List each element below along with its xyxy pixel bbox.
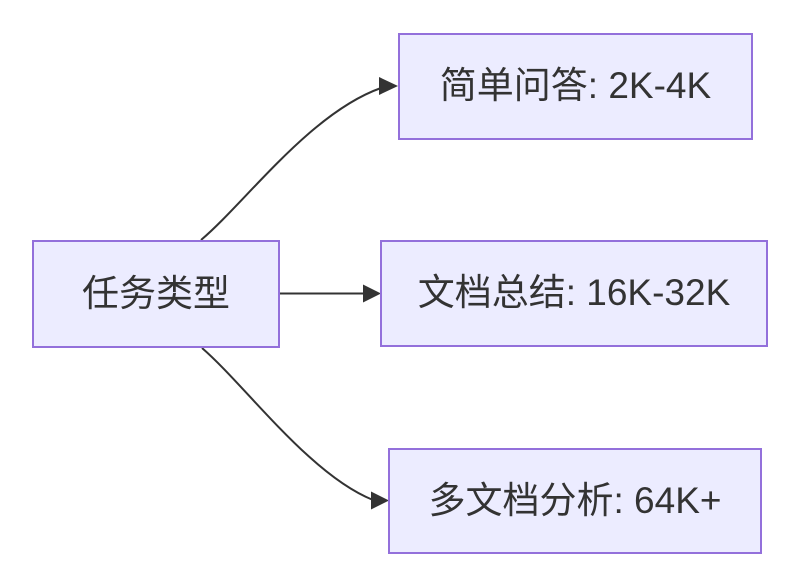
node-simple-qa-label: 简单问答: 2K-4K — [439, 65, 712, 107]
node-task-type-label: 任务类型 — [82, 272, 230, 314]
node-multi-doc-analysis: 多文档分析: 64K+ — [388, 448, 762, 554]
node-task-type: 任务类型 — [32, 240, 280, 348]
edge-root-to-simple-qa — [200, 87, 382, 241]
node-doc-summary: 文档总结: 16K-32K — [380, 240, 768, 347]
arrowhead-multi-doc-icon — [371, 491, 389, 510]
node-simple-qa: 简单问答: 2K-4K — [398, 33, 753, 140]
node-doc-summary-label: 文档总结: 16K-32K — [417, 272, 731, 314]
edge-root-to-multi-doc — [201, 347, 374, 501]
arrowhead-simple-qa-icon — [379, 77, 398, 95]
node-multi-doc-analysis-label: 多文档分析: 64K+ — [428, 479, 722, 521]
arrowhead-doc-summary-icon — [363, 284, 381, 303]
